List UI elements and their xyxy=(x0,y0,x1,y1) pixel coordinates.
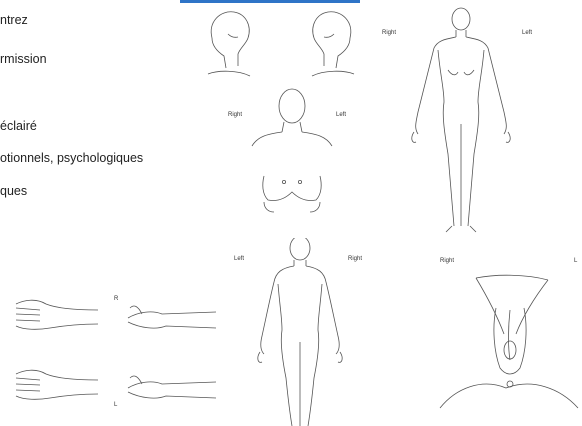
body-front-icon xyxy=(378,4,582,236)
body-back-panel: Left Right xyxy=(230,238,370,426)
slide-accent-strip xyxy=(180,0,360,3)
label-r: R xyxy=(114,296,118,302)
label-left: L xyxy=(574,258,577,264)
label-left: Left xyxy=(522,30,532,36)
genital-diagram-icon xyxy=(436,248,582,424)
torso-front-panel: Right Left xyxy=(224,84,364,234)
label-right: Right xyxy=(228,112,242,118)
head-profiles-panel xyxy=(198,4,364,84)
hand-icon xyxy=(6,284,220,424)
label-right: Right xyxy=(382,30,396,36)
hands-panel: R L xyxy=(6,284,220,424)
slide-line-2: rmission xyxy=(0,53,47,66)
slide-line-5: ques xyxy=(0,185,27,198)
label-left: Left xyxy=(336,112,346,118)
label-right: Right xyxy=(348,256,362,262)
label-left: Left xyxy=(234,256,244,262)
genital-diagram-panel: Right L xyxy=(436,248,582,424)
slide-line-1: ntrez xyxy=(0,14,28,27)
slide-line-4: otionnels, psychologiques xyxy=(0,152,143,165)
label-right: Right xyxy=(440,258,454,264)
label-l: L xyxy=(114,402,117,408)
slide-line-3: éclairé xyxy=(0,120,37,133)
body-front-panel: Right Left xyxy=(378,4,582,236)
body-back-icon xyxy=(230,238,370,426)
head-profile-icon xyxy=(198,4,364,84)
torso-front-icon xyxy=(224,84,364,234)
